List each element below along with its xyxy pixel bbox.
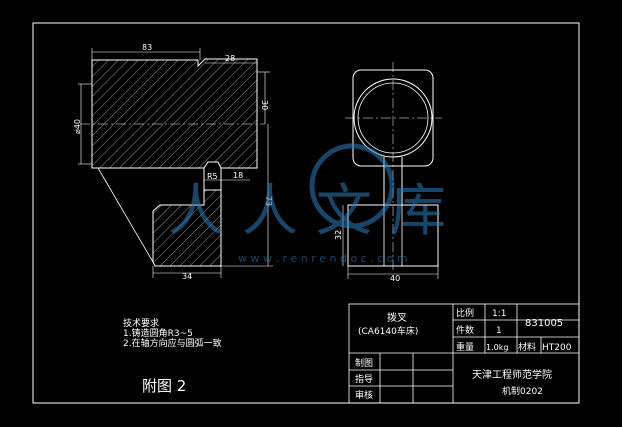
dim-total-height: 73 <box>264 196 273 206</box>
drafter-label: 制图 <box>355 357 373 369</box>
front-view-upper-body <box>91 58 258 169</box>
qty-value: 1 <box>496 326 502 336</box>
school-name: 天津工程师范学院 <box>472 368 552 381</box>
dim-small-radius: R5 <box>207 172 218 181</box>
dim-right-height: 30 <box>260 100 269 110</box>
watermark-url: w w w . r e n r e n d o c . c o m <box>238 252 408 265</box>
weight-label: 重量 <box>456 341 474 353</box>
scale-value: 1:1 <box>492 309 506 319</box>
drawing-number: 831005 <box>525 318 563 329</box>
review-label: 审核 <box>355 389 373 401</box>
dim-top-step: 28 <box>225 54 235 63</box>
watermark-text: 人人文库 <box>168 179 464 244</box>
weight-value: 1.0kg <box>486 343 508 352</box>
drawing-border <box>32 22 580 404</box>
side-view: 32 40 <box>334 62 442 283</box>
front-view: 83 28 30 ⌀40 18 R5 73 34 <box>73 43 273 281</box>
material-label: 材料 <box>518 341 536 353</box>
dim-side-width: 40 <box>390 274 400 283</box>
material-value: HT200 <box>542 343 572 353</box>
figure-label: 附图 2 <box>142 377 186 395</box>
dim-bottom-width: 34 <box>182 272 192 281</box>
class-name: 机制0202 <box>502 385 543 397</box>
dim-side-height: 32 <box>334 230 343 240</box>
note-1: 1.铸造圆角R3~5 <box>123 327 193 339</box>
dim-diameter: ⌀40 <box>73 119 82 134</box>
guide-label: 指导 <box>355 373 373 385</box>
scale-label: 比例 <box>456 307 474 319</box>
note-2: 2.在轴方向应与圆弧一致 <box>123 337 222 349</box>
notes-title: 技术要求 <box>123 317 159 329</box>
title-block <box>348 303 580 404</box>
dim-slot-width: 18 <box>233 171 243 180</box>
watermark: 人人文库 w w w . r e n r e n d o c . c o m <box>168 143 464 265</box>
part-name: 拨叉 <box>387 311 407 324</box>
qty-label: 件数 <box>456 324 474 336</box>
dim-overall-width: 83 <box>142 43 152 52</box>
machine-name: (CA6140车床) <box>358 325 418 337</box>
